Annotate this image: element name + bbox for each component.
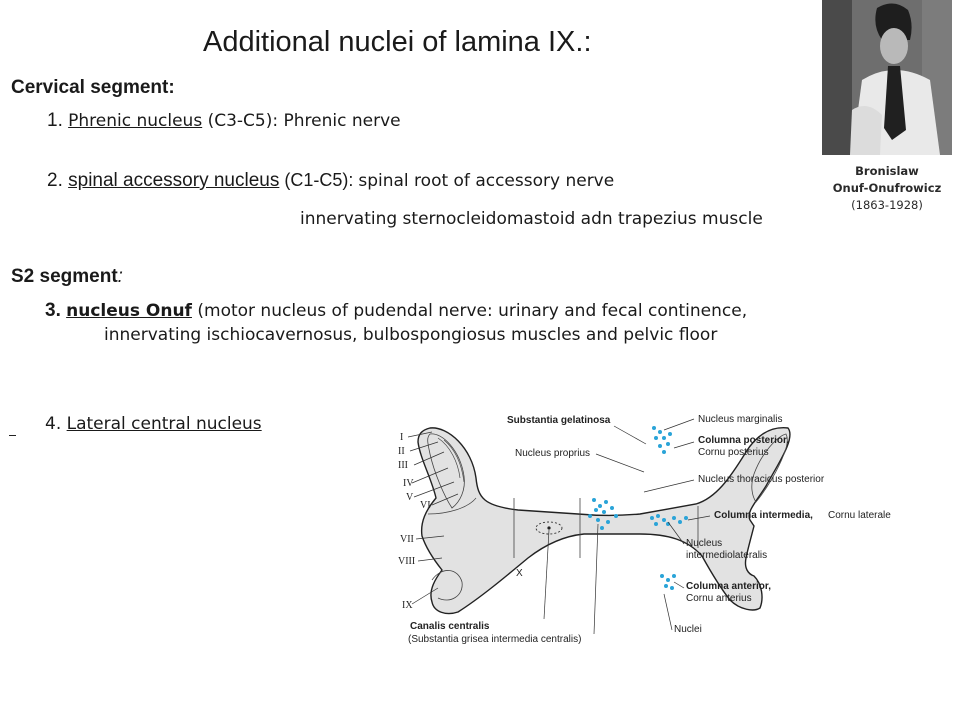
label-nucleus-iml-1: Nucleus bbox=[686, 538, 722, 549]
label-nucleus-proprius: Nucleus proprius bbox=[515, 448, 590, 459]
lamina-VIII: VIII bbox=[398, 556, 415, 567]
label-cornu-laterale: Cornu laterale bbox=[828, 510, 891, 521]
lamina-numerals: I II III IV V VI VII VIII IX bbox=[398, 432, 431, 611]
label-columna-posterior: Columna posterior, bbox=[698, 435, 789, 446]
bullet-dash bbox=[9, 435, 16, 436]
item-number: 3. bbox=[45, 300, 67, 321]
lateral-central-nucleus-link[interactable]: Lateral central nucleus bbox=[66, 414, 262, 434]
lamina-VI: VI bbox=[420, 500, 431, 511]
caption-last-name: Onuf-Onufrowicz bbox=[832, 181, 942, 195]
item-onuf-nucleus: 3. nucleus Onuf (motor nucleus of pudend… bbox=[45, 300, 747, 322]
s2-heading-text: S2 segment bbox=[11, 266, 118, 287]
caption-first-name: Bronislaw bbox=[855, 164, 919, 178]
lamina-pointer-lines bbox=[407, 431, 459, 605]
grey-matter-outline bbox=[417, 427, 791, 615]
anterior-horn-left-nuclei bbox=[431, 570, 463, 601]
item-text: (motor nucleus of pudendal nerve: urinar… bbox=[191, 301, 748, 321]
lamina-I: I bbox=[400, 432, 403, 443]
spinal-cord-diagram: I II III IV V VI VII VIII IX Substantia … bbox=[368, 398, 912, 652]
lamina-III: III bbox=[398, 460, 408, 471]
lamina-VII: VII bbox=[400, 534, 414, 545]
cervical-heading: Cervical segment: bbox=[11, 77, 175, 98]
s2-heading: S2 segment: bbox=[11, 266, 123, 288]
item-lateral-central-nucleus: 4. Lateral central nucleus bbox=[45, 414, 262, 434]
slide-title: Additional nuclei of lamina IX.: bbox=[203, 26, 592, 58]
item-accessory-nucleus: 2. spinal accessory nucleus (C1-C5): spi… bbox=[47, 170, 614, 192]
portrait-image bbox=[822, 0, 952, 155]
label-substantia-grisea: (Substantia grisea intermedia centralis) bbox=[408, 634, 581, 645]
s2-colon: : bbox=[117, 266, 123, 287]
label-nucleus-iml-2: intermediolateralis bbox=[686, 550, 767, 561]
phrenic-nucleus-link[interactable]: Phrenic nucleus bbox=[68, 111, 203, 131]
accessory-nucleus-link[interactable]: spinal accessory nucleus bbox=[68, 170, 280, 191]
item-number: 1. bbox=[47, 110, 69, 131]
label-cornu-posterius: Cornu posterius bbox=[698, 447, 769, 458]
item-text: spinal root of accessory nerve bbox=[358, 171, 615, 191]
label-canalis-centralis: Canalis centralis bbox=[410, 621, 490, 632]
label-pointer-lines bbox=[543, 418, 711, 635]
label-nucleus-marginalis: Nucleus marginalis bbox=[698, 414, 782, 425]
onuf-line2: innervating ischiocavernosus, bulbospong… bbox=[104, 325, 718, 345]
accessory-line2: innervating sternocleidomastoid adn trap… bbox=[300, 209, 763, 229]
canalis-centralis-marker bbox=[535, 521, 563, 535]
nuclei-dots bbox=[588, 426, 688, 590]
item-phrenic-nucleus: 1. Phrenic nucleus (C3-C5): Phrenic nerv… bbox=[47, 110, 401, 132]
posterior-horn-right-lamina bbox=[751, 433, 788, 503]
lamina-IV: IV bbox=[403, 478, 414, 489]
item-number: 4. bbox=[45, 414, 67, 434]
onuf-nucleus-link[interactable]: nucleus Onuf bbox=[66, 301, 192, 321]
lamina-IX: IX bbox=[402, 600, 413, 611]
item-number: 2. bbox=[47, 170, 69, 191]
label-nucleus-thoracicus: Nucleus thoracicus posterior bbox=[698, 474, 825, 485]
lamina-II: II bbox=[398, 446, 405, 457]
posterior-horn-left-lamina bbox=[427, 433, 465, 509]
lamina-V: V bbox=[406, 492, 414, 503]
portrait-photo bbox=[822, 0, 952, 155]
item-paren: (C1-C5): bbox=[279, 170, 359, 190]
label-columna-intermedia: Columna intermedia, bbox=[714, 510, 813, 521]
label-x: X bbox=[516, 568, 523, 579]
caption-dates: (1863-1928) bbox=[851, 198, 923, 212]
label-nuclei: Nuclei bbox=[674, 624, 702, 635]
label-columna-anterior: Columna anterior, bbox=[686, 581, 771, 592]
portrait-caption: Bronislaw Onuf-Onufrowicz (1863-1928) bbox=[812, 163, 960, 214]
label-substantia-gelatinosa: Substantia gelatinosa bbox=[507, 415, 611, 426]
label-cornu-anterius: Cornu anterius bbox=[686, 593, 752, 604]
item-text: (C3-C5): Phrenic nerve bbox=[202, 111, 401, 131]
